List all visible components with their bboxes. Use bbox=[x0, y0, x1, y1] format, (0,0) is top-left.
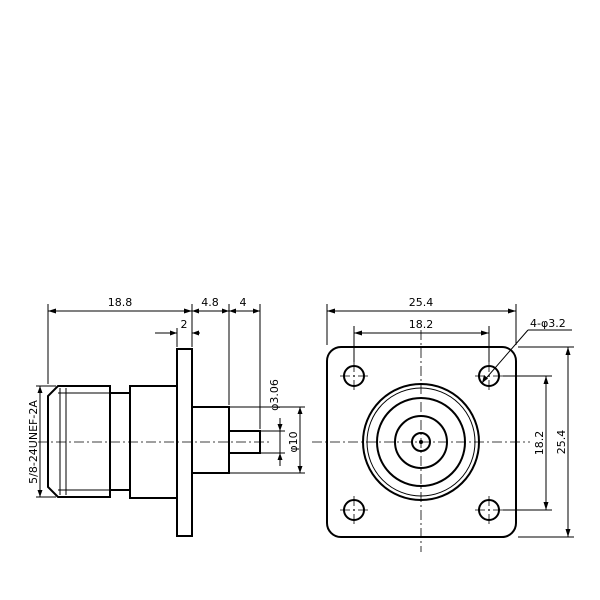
arrowheads bbox=[297, 407, 303, 473]
thread-label: 5/8-24UNEF-2A bbox=[27, 400, 40, 484]
dim-pin-label: 4 bbox=[240, 296, 247, 309]
rear-body bbox=[191, 406, 230, 474]
arrowheads bbox=[482, 375, 488, 383]
dim-hole-spacing-h-label: 18.2 bbox=[409, 318, 434, 331]
side-view: 18.8 4.8 4 2 φ3.06 φ10 5/8-24U bbox=[27, 296, 305, 537]
dim-flange-label: 2 bbox=[181, 318, 188, 331]
front-view: 25.4 18.2 4-φ3.2 18.2 25.4 bbox=[312, 296, 574, 552]
mounting-flange bbox=[176, 348, 193, 537]
dim-pin-dia-label: φ3.06 bbox=[268, 379, 281, 411]
arrowheads bbox=[170, 330, 199, 336]
coupling-nut bbox=[47, 385, 111, 498]
hole-leader-line bbox=[481, 329, 529, 384]
dim-width-label: 25.4 bbox=[409, 296, 434, 309]
dim-overall-label: 18.8 bbox=[108, 296, 133, 309]
dim-height-label: 25.4 bbox=[555, 430, 568, 455]
nut-neck bbox=[109, 392, 131, 491]
dim-holes-label: 4-φ3.2 bbox=[530, 317, 566, 330]
dim-body-dia-label: φ10 bbox=[287, 431, 300, 452]
dim-hole-spacing-v-label: 18.2 bbox=[533, 431, 546, 456]
arrowheads bbox=[229, 308, 260, 314]
dim-flange-to-face-label: 4.8 bbox=[201, 296, 219, 309]
